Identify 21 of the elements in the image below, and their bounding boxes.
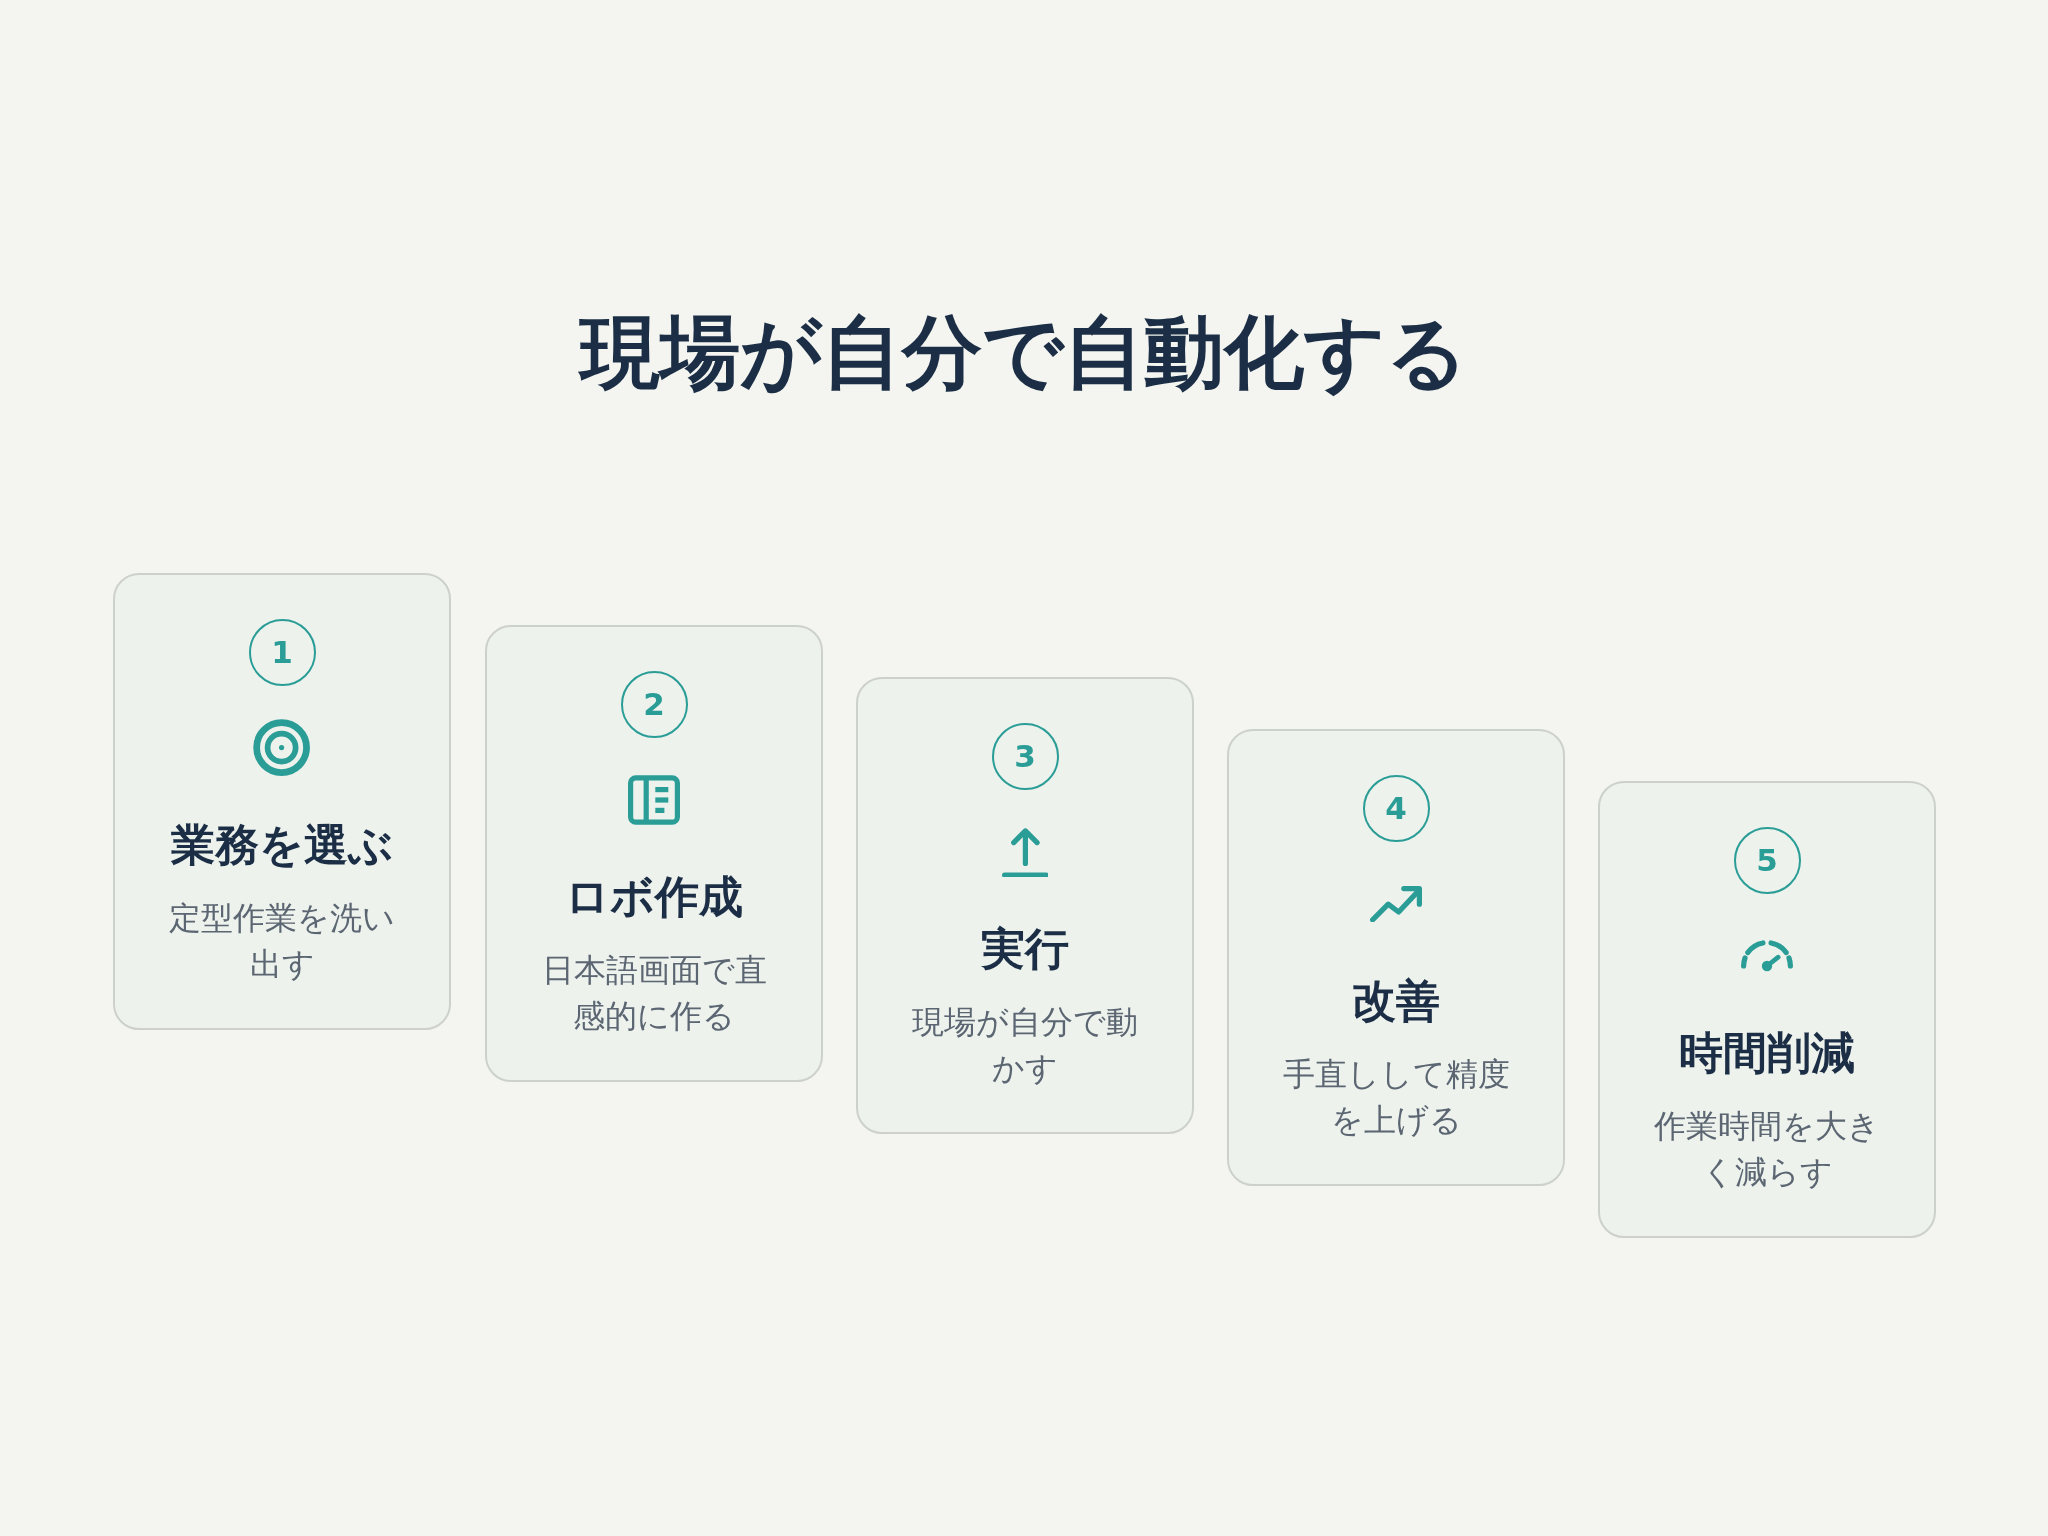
step-description: 作業時間を大きく減らす	[1653, 1106, 1881, 1193]
step-number: 1	[248, 619, 316, 686]
step-heading: 改善	[1352, 974, 1440, 1028]
step-card	[1598, 781, 1936, 1238]
step-number: 4	[1362, 775, 1430, 842]
step-description: 日本語画面で直感的に作る	[540, 950, 768, 1037]
step-heading: 時間削減	[1679, 1026, 1855, 1080]
step-number: 2	[620, 671, 688, 738]
step-card	[113, 573, 451, 1030]
step-heading: 実行	[981, 922, 1069, 976]
step-heading: ロボ作成	[565, 870, 743, 924]
step-card	[856, 677, 1194, 1134]
step-description: 定型作業を洗い出す	[168, 898, 396, 985]
step-heading: 業務を選ぶ	[171, 818, 393, 872]
step-description: 現場が自分で動かす	[911, 1002, 1139, 1089]
diagram-title: 現場が自分で自動化する	[580, 305, 1468, 401]
step-card	[1227, 729, 1565, 1186]
step-card	[485, 625, 823, 1082]
step-description: 手直しして精度を上げる	[1281, 1054, 1511, 1141]
step-number: 3	[991, 723, 1059, 790]
step-number: 5	[1733, 827, 1801, 894]
